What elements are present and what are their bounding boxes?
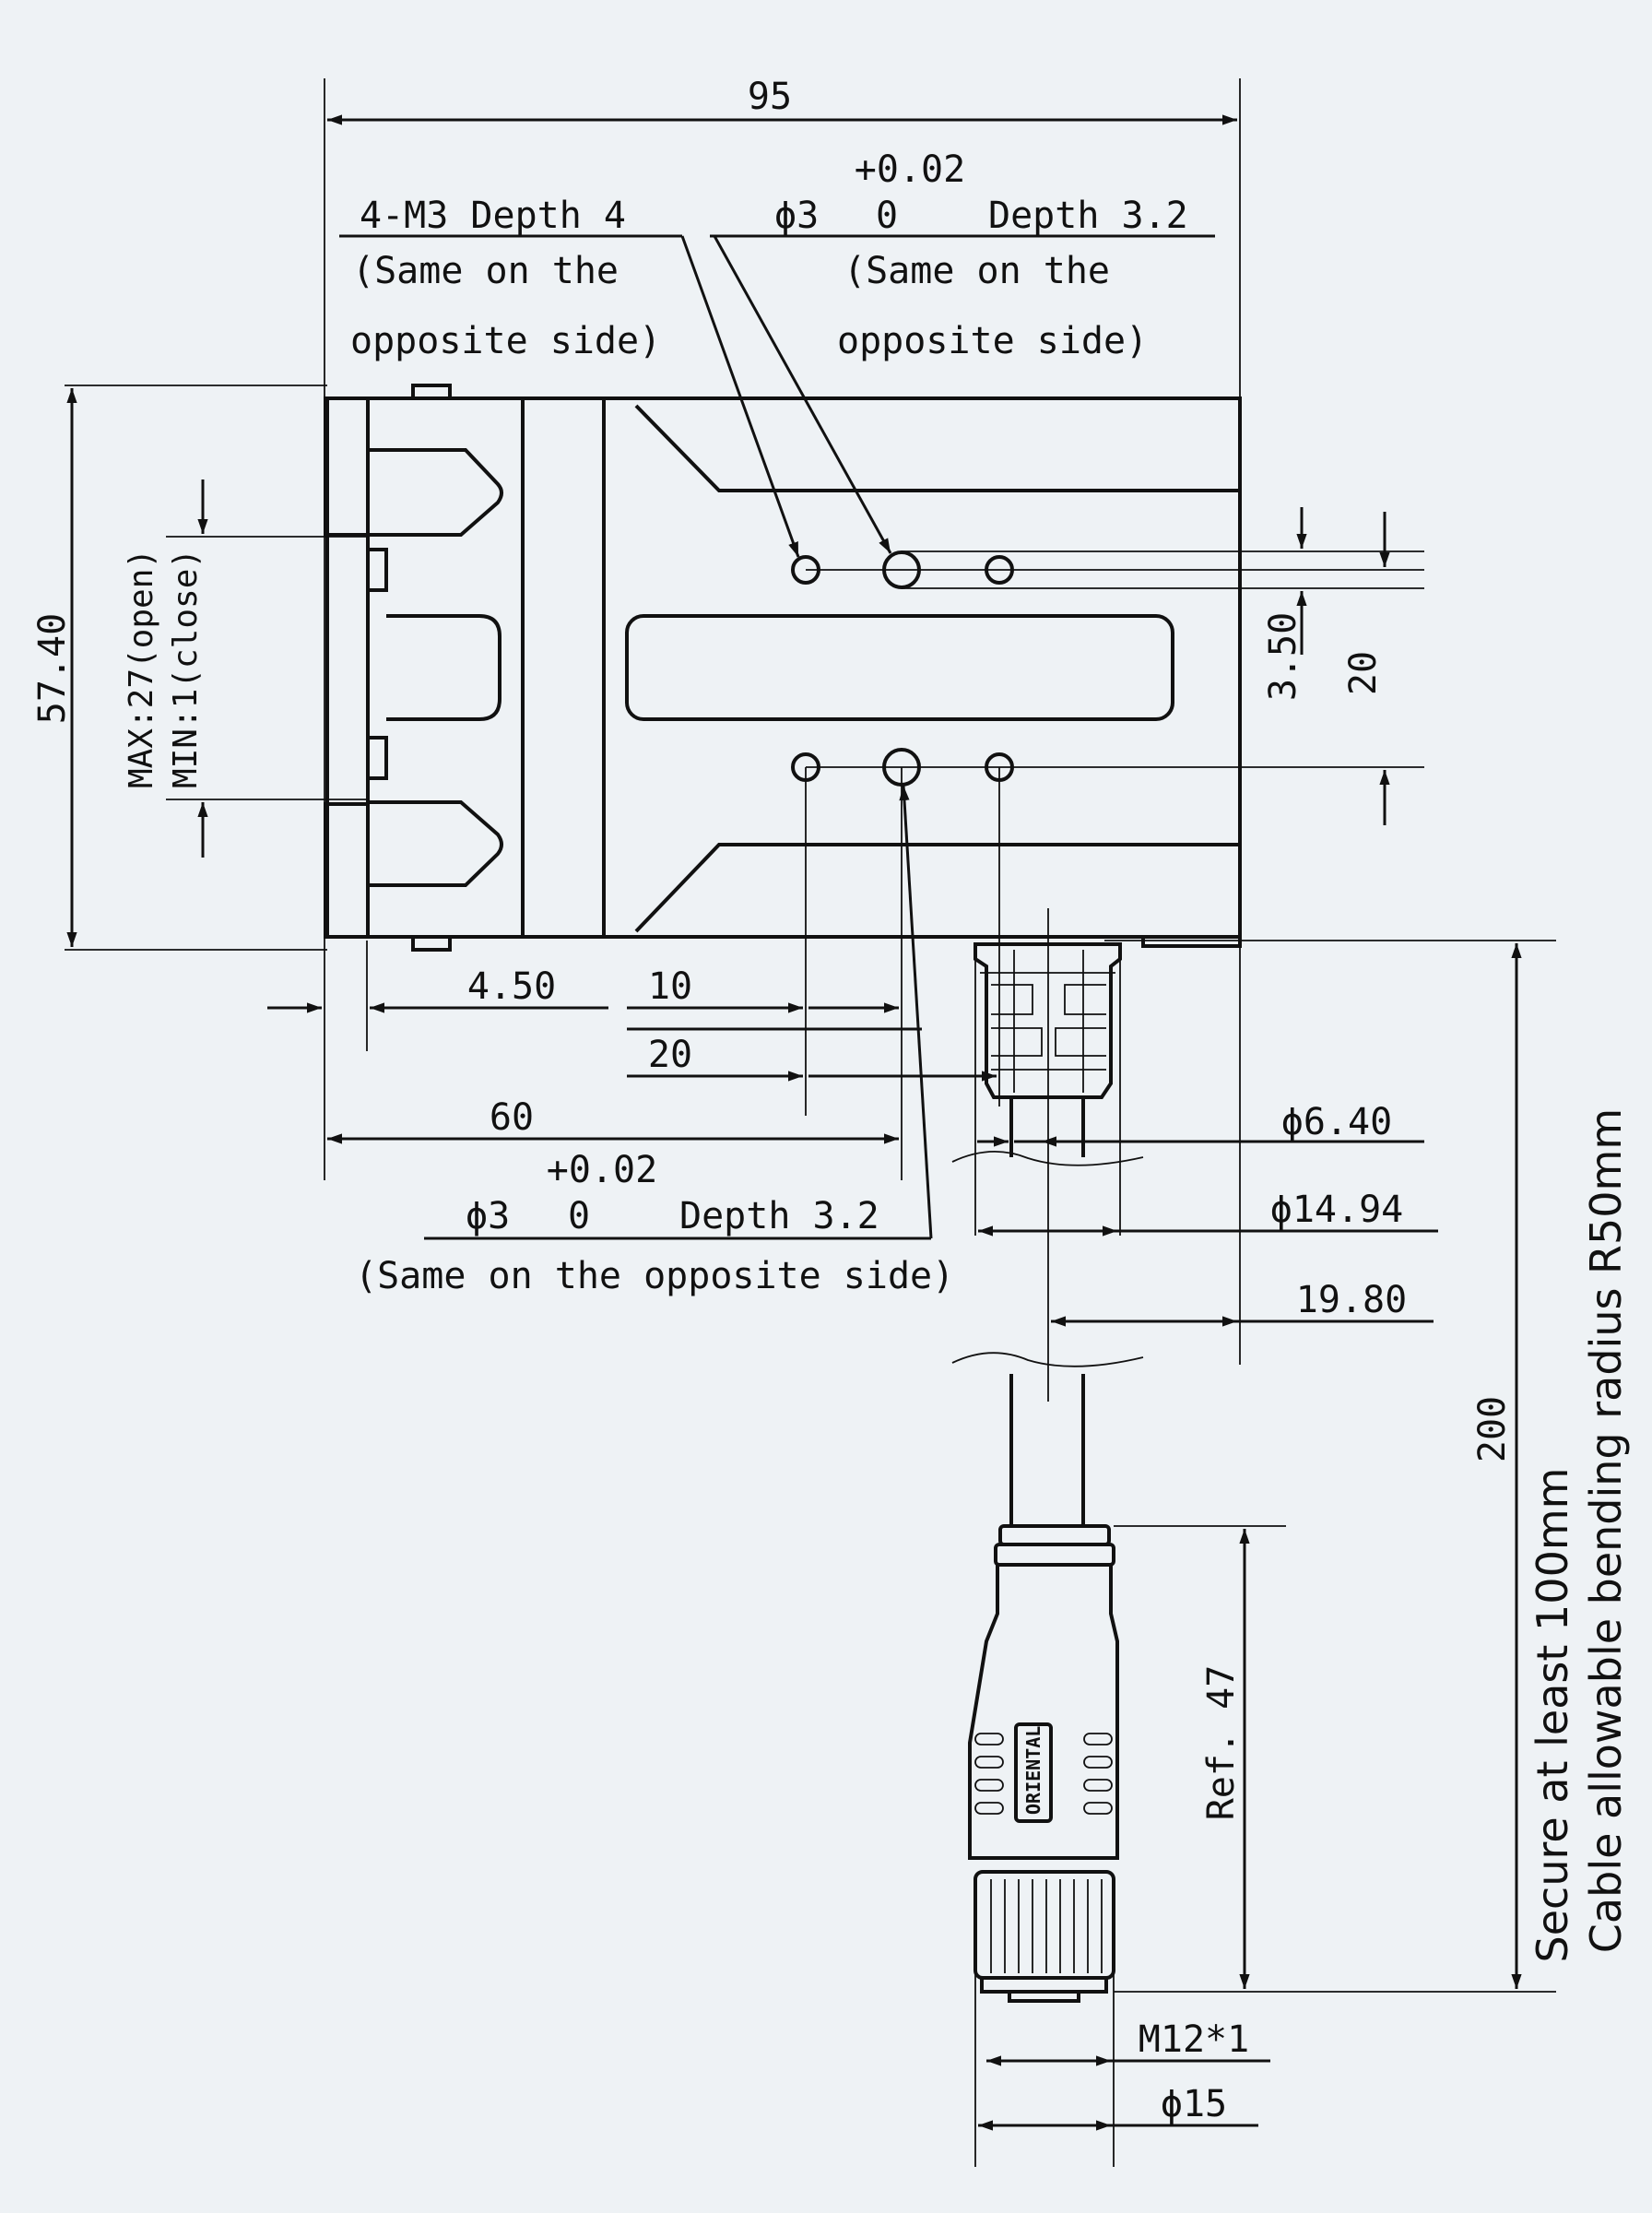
dimension-labels: 95 57.40 MAX:27(open) MIN:1(close) 4.50 … <box>31 76 1514 2125</box>
dim-stroke-max: MAX:27(open) <box>123 549 160 788</box>
pin-bottom-zero: 0 <box>568 1195 590 1237</box>
dim-200: 200 <box>1471 1396 1514 1462</box>
pin-top-line3: opposite side) <box>837 320 1148 362</box>
cable-notes: Secure at least 100mm Cable allowable be… <box>1528 1108 1631 1963</box>
gripper-fingers <box>324 396 503 939</box>
pin-bottom-depth: Depth 3.2 <box>679 1195 879 1237</box>
connector-brand: ORIENTAL <box>1022 1726 1044 1815</box>
dim-19-80: 19.80 <box>1296 1279 1407 1321</box>
pin-bottom-line2: (Same on the opposite side) <box>355 1255 954 1297</box>
dim-stroke-min: MIN:1(close) <box>167 549 205 788</box>
dim-20-vertical: 20 <box>1342 651 1385 695</box>
dim-57-40: 57.40 <box>31 613 74 724</box>
dim-4-50: 4.50 <box>467 965 556 1008</box>
dim-ref-47: Ref. 47 <box>1200 1665 1243 1821</box>
pin-top-zero: 0 <box>876 195 898 237</box>
pin-top-tolerance: +0.02 <box>855 148 965 191</box>
pin-top-depth: Depth 3.2 <box>988 195 1188 237</box>
dim-thread: M12*1 <box>1139 2018 1249 2061</box>
dim-10: 10 <box>648 965 692 1008</box>
m3-callout-line3: opposite side) <box>350 320 661 362</box>
m12-connector: ORIENTAL <box>968 1524 1119 2003</box>
dim-95: 95 <box>748 76 792 118</box>
m3-callout-line2: (Same on the <box>352 250 619 292</box>
dim-dia-6-40: ϕ6.40 <box>1281 1101 1392 1143</box>
pin-top-line2: (Same on the <box>844 250 1110 292</box>
cable-secure-note: Secure at least 100mm <box>1528 1468 1577 1963</box>
pin-bottom-tolerance: +0.02 <box>547 1149 657 1191</box>
extension-lines <box>65 78 1556 2167</box>
cable-bend-note: Cable allowable bending radius R50mm <box>1581 1108 1631 1953</box>
dim-20-pitch: 20 <box>648 1034 692 1076</box>
m3-callout-line1: 4-M3 Depth 4 <box>360 195 626 237</box>
dim-3-50: 3.50 <box>1262 612 1304 701</box>
dim-60: 60 <box>490 1096 534 1139</box>
pin-bottom-diameter: ϕ3 <box>466 1195 510 1237</box>
dimension-lines <box>66 114 1522 2131</box>
callout-labels: 4-M3 Depth 4 (Same on the opposite side)… <box>350 148 1188 1297</box>
dim-dia-15: ϕ15 <box>1161 2083 1227 2125</box>
dim-dia-14-94: ϕ14.94 <box>1270 1189 1404 1231</box>
gripper-body <box>325 384 1242 952</box>
pin-top-diameter: ϕ3 <box>774 195 819 237</box>
